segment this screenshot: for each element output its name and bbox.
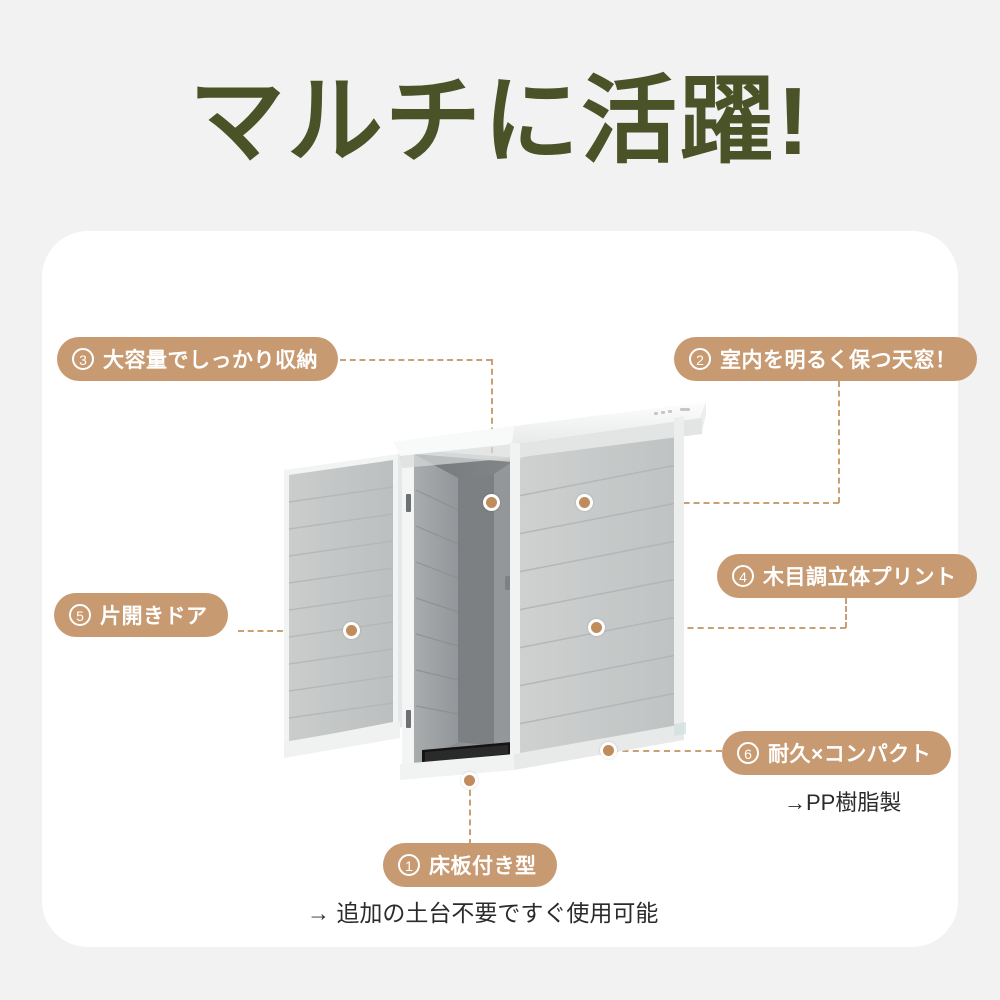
hotspot-dot-4-woodgrain[interactable] <box>588 619 605 636</box>
callout-1-floor-panel[interactable]: 1 床板付き型 <box>383 843 557 887</box>
callout-4-woodgrain[interactable]: 4 木目調立体プリント <box>717 554 977 598</box>
hotspot-dot-6-durable[interactable] <box>600 742 617 759</box>
callout-6-label: 耐久×コンパクト <box>768 742 932 766</box>
hotspot-dot-1-floor[interactable] <box>461 772 478 789</box>
hotspot-dot-3-storage[interactable] <box>483 494 500 511</box>
callout-3-label: 大容量でしっかり収納 <box>103 348 318 372</box>
callout-2-number: 2 <box>689 347 711 370</box>
callout-6-durable-compact[interactable]: 6 耐久×コンパクト <box>722 731 952 775</box>
page-title: マルチに活躍! <box>189 68 811 175</box>
callout-1-subtext: → 追加の土台不要ですぐ使用可能 <box>307 900 659 926</box>
callout-1-label: 床板付き型 <box>429 854 537 878</box>
hotspot-dot-5-door[interactable] <box>343 622 360 639</box>
callout-6-subtext: →PP樹脂製 <box>784 790 902 815</box>
callout-3-storage[interactable]: 3 大容量でしっかり収納 <box>57 337 338 381</box>
callout-2-label: 室内を明るく保つ天窓！ <box>720 348 957 372</box>
callout-5-single-door[interactable]: 5 片開きドア <box>54 593 228 637</box>
callout-3-number: 3 <box>72 347 94 370</box>
callout-4-label: 木目調立体プリント <box>763 565 957 589</box>
product-illustration <box>262 398 722 818</box>
callout-6-number: 6 <box>737 741 759 764</box>
callout-4-number: 4 <box>732 564 754 587</box>
callout-5-label: 片開きドア <box>100 604 208 628</box>
callout-2-skylight[interactable]: 2 室内を明るく保つ天窓！ <box>674 337 977 381</box>
callout-5-number: 5 <box>69 603 91 626</box>
hotspot-dot-2-window[interactable] <box>576 494 593 511</box>
callout-1-number: 1 <box>398 853 420 876</box>
